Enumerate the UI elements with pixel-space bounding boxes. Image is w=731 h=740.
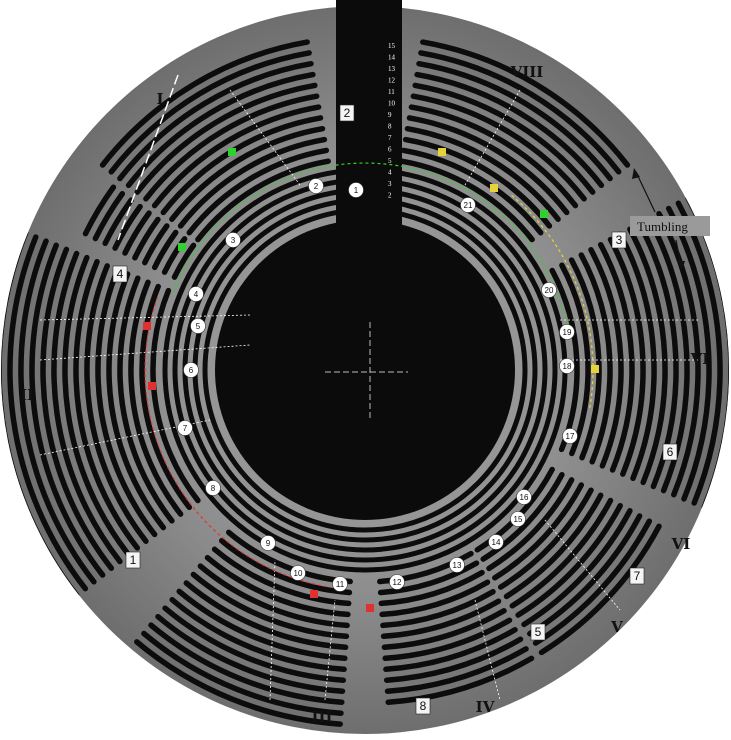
box-label-1: 1	[126, 552, 140, 568]
yellow-marker	[490, 184, 498, 192]
svg-text:6: 6	[189, 366, 194, 375]
svg-text:4: 4	[117, 267, 124, 281]
roman-label-II: II	[20, 386, 34, 404]
scale-number: 3	[388, 180, 392, 188]
circle-label-18: 18	[560, 359, 575, 374]
circle-label-9: 9	[261, 536, 276, 551]
red-marker	[148, 382, 156, 390]
box-label-3: 3	[612, 232, 626, 248]
scale-number: 14	[388, 54, 396, 62]
red-marker	[366, 604, 374, 612]
roman-label-VI_a: VI	[690, 350, 710, 368]
svg-text:15: 15	[514, 515, 523, 524]
circle-label-19: 19	[560, 325, 575, 340]
svg-text:7: 7	[183, 424, 188, 433]
green-marker	[178, 243, 186, 251]
circle-label-1: 1	[349, 183, 364, 198]
svg-text:12: 12	[393, 578, 402, 587]
roman-label-V: V	[610, 618, 623, 636]
svg-text:20: 20	[545, 286, 554, 295]
svg-text:13: 13	[453, 561, 462, 570]
scale-number: 15	[388, 42, 396, 50]
circle-label-14: 14	[489, 535, 504, 550]
svg-text:1: 1	[130, 553, 137, 567]
svg-text:5: 5	[535, 625, 542, 639]
svg-text:3: 3	[231, 236, 236, 245]
svg-text:17: 17	[566, 432, 575, 441]
svg-text:16: 16	[520, 493, 529, 502]
svg-text:5: 5	[196, 322, 201, 331]
svg-text:6: 6	[667, 445, 674, 459]
svg-text:18: 18	[563, 362, 572, 371]
circle-label-17: 17	[563, 429, 578, 444]
circle-label-4: 4	[189, 287, 204, 302]
roman-label-VIII: VIII	[510, 63, 544, 81]
circle-label-10: 10	[291, 566, 306, 581]
svg-text:7: 7	[634, 569, 641, 583]
scale-number: 7	[388, 134, 392, 142]
circle-label-2: 2	[309, 179, 324, 194]
scale-number: 4	[388, 169, 392, 177]
circle-label-12: 12	[390, 575, 405, 590]
circle-label-15: 15	[511, 512, 526, 527]
svg-text:8: 8	[211, 484, 216, 493]
box-label-5: 5	[531, 624, 545, 640]
scale-number: 12	[388, 77, 396, 85]
scale-number: 6	[388, 146, 392, 154]
yellow-marker	[438, 148, 446, 156]
red-marker	[143, 322, 151, 330]
scale-number: 8	[388, 123, 392, 131]
box-label-4: 4	[113, 266, 127, 282]
circle-label-5: 5	[191, 319, 206, 334]
svg-text:10: 10	[294, 569, 303, 578]
svg-text:21: 21	[464, 201, 473, 210]
svg-text:3: 3	[616, 233, 623, 247]
green-marker	[228, 148, 236, 156]
svg-text:1: 1	[354, 186, 359, 195]
svg-text:2: 2	[344, 106, 351, 120]
circle-label-7: 7	[178, 421, 193, 436]
svg-text:11: 11	[336, 580, 345, 589]
circle-label-16: 16	[517, 490, 532, 505]
scale-number: 11	[388, 88, 395, 96]
tumbling-label: Tumbling	[637, 219, 688, 234]
circle-label-3: 3	[226, 233, 241, 248]
scale-number: 2	[388, 192, 392, 200]
roman-label-I: I	[156, 90, 163, 108]
circle-label-21: 21	[461, 198, 476, 213]
red-marker	[310, 590, 318, 598]
roman-label-VI_b: VI	[671, 535, 691, 553]
svg-text:14: 14	[492, 538, 501, 547]
scale-number: 5	[388, 157, 392, 165]
circle-label-11: 11	[333, 577, 348, 592]
box-label-7: 7	[630, 568, 644, 584]
box-label-6: 6	[663, 444, 677, 460]
roman-label-III: III	[311, 708, 332, 726]
circle-label-8: 8	[206, 481, 221, 496]
green-marker	[540, 210, 548, 218]
svg-text:19: 19	[563, 328, 572, 337]
scale-number: 10	[388, 100, 396, 108]
svg-text:8: 8	[420, 699, 427, 713]
svg-text:9: 9	[266, 539, 271, 548]
scale-number: 13	[388, 65, 396, 73]
box-label-8: 8	[416, 698, 430, 714]
central-hole	[215, 220, 515, 520]
circle-label-13: 13	[450, 558, 465, 573]
box-label-2: 2	[340, 105, 354, 121]
circle-label-6: 6	[184, 363, 199, 378]
circle-label-20: 20	[542, 283, 557, 298]
yellow-marker	[591, 365, 599, 373]
scale-number: 9	[388, 111, 392, 119]
svg-text:4: 4	[194, 290, 199, 299]
svg-text:2: 2	[314, 182, 319, 191]
roman-label-IV: IV	[476, 698, 495, 716]
